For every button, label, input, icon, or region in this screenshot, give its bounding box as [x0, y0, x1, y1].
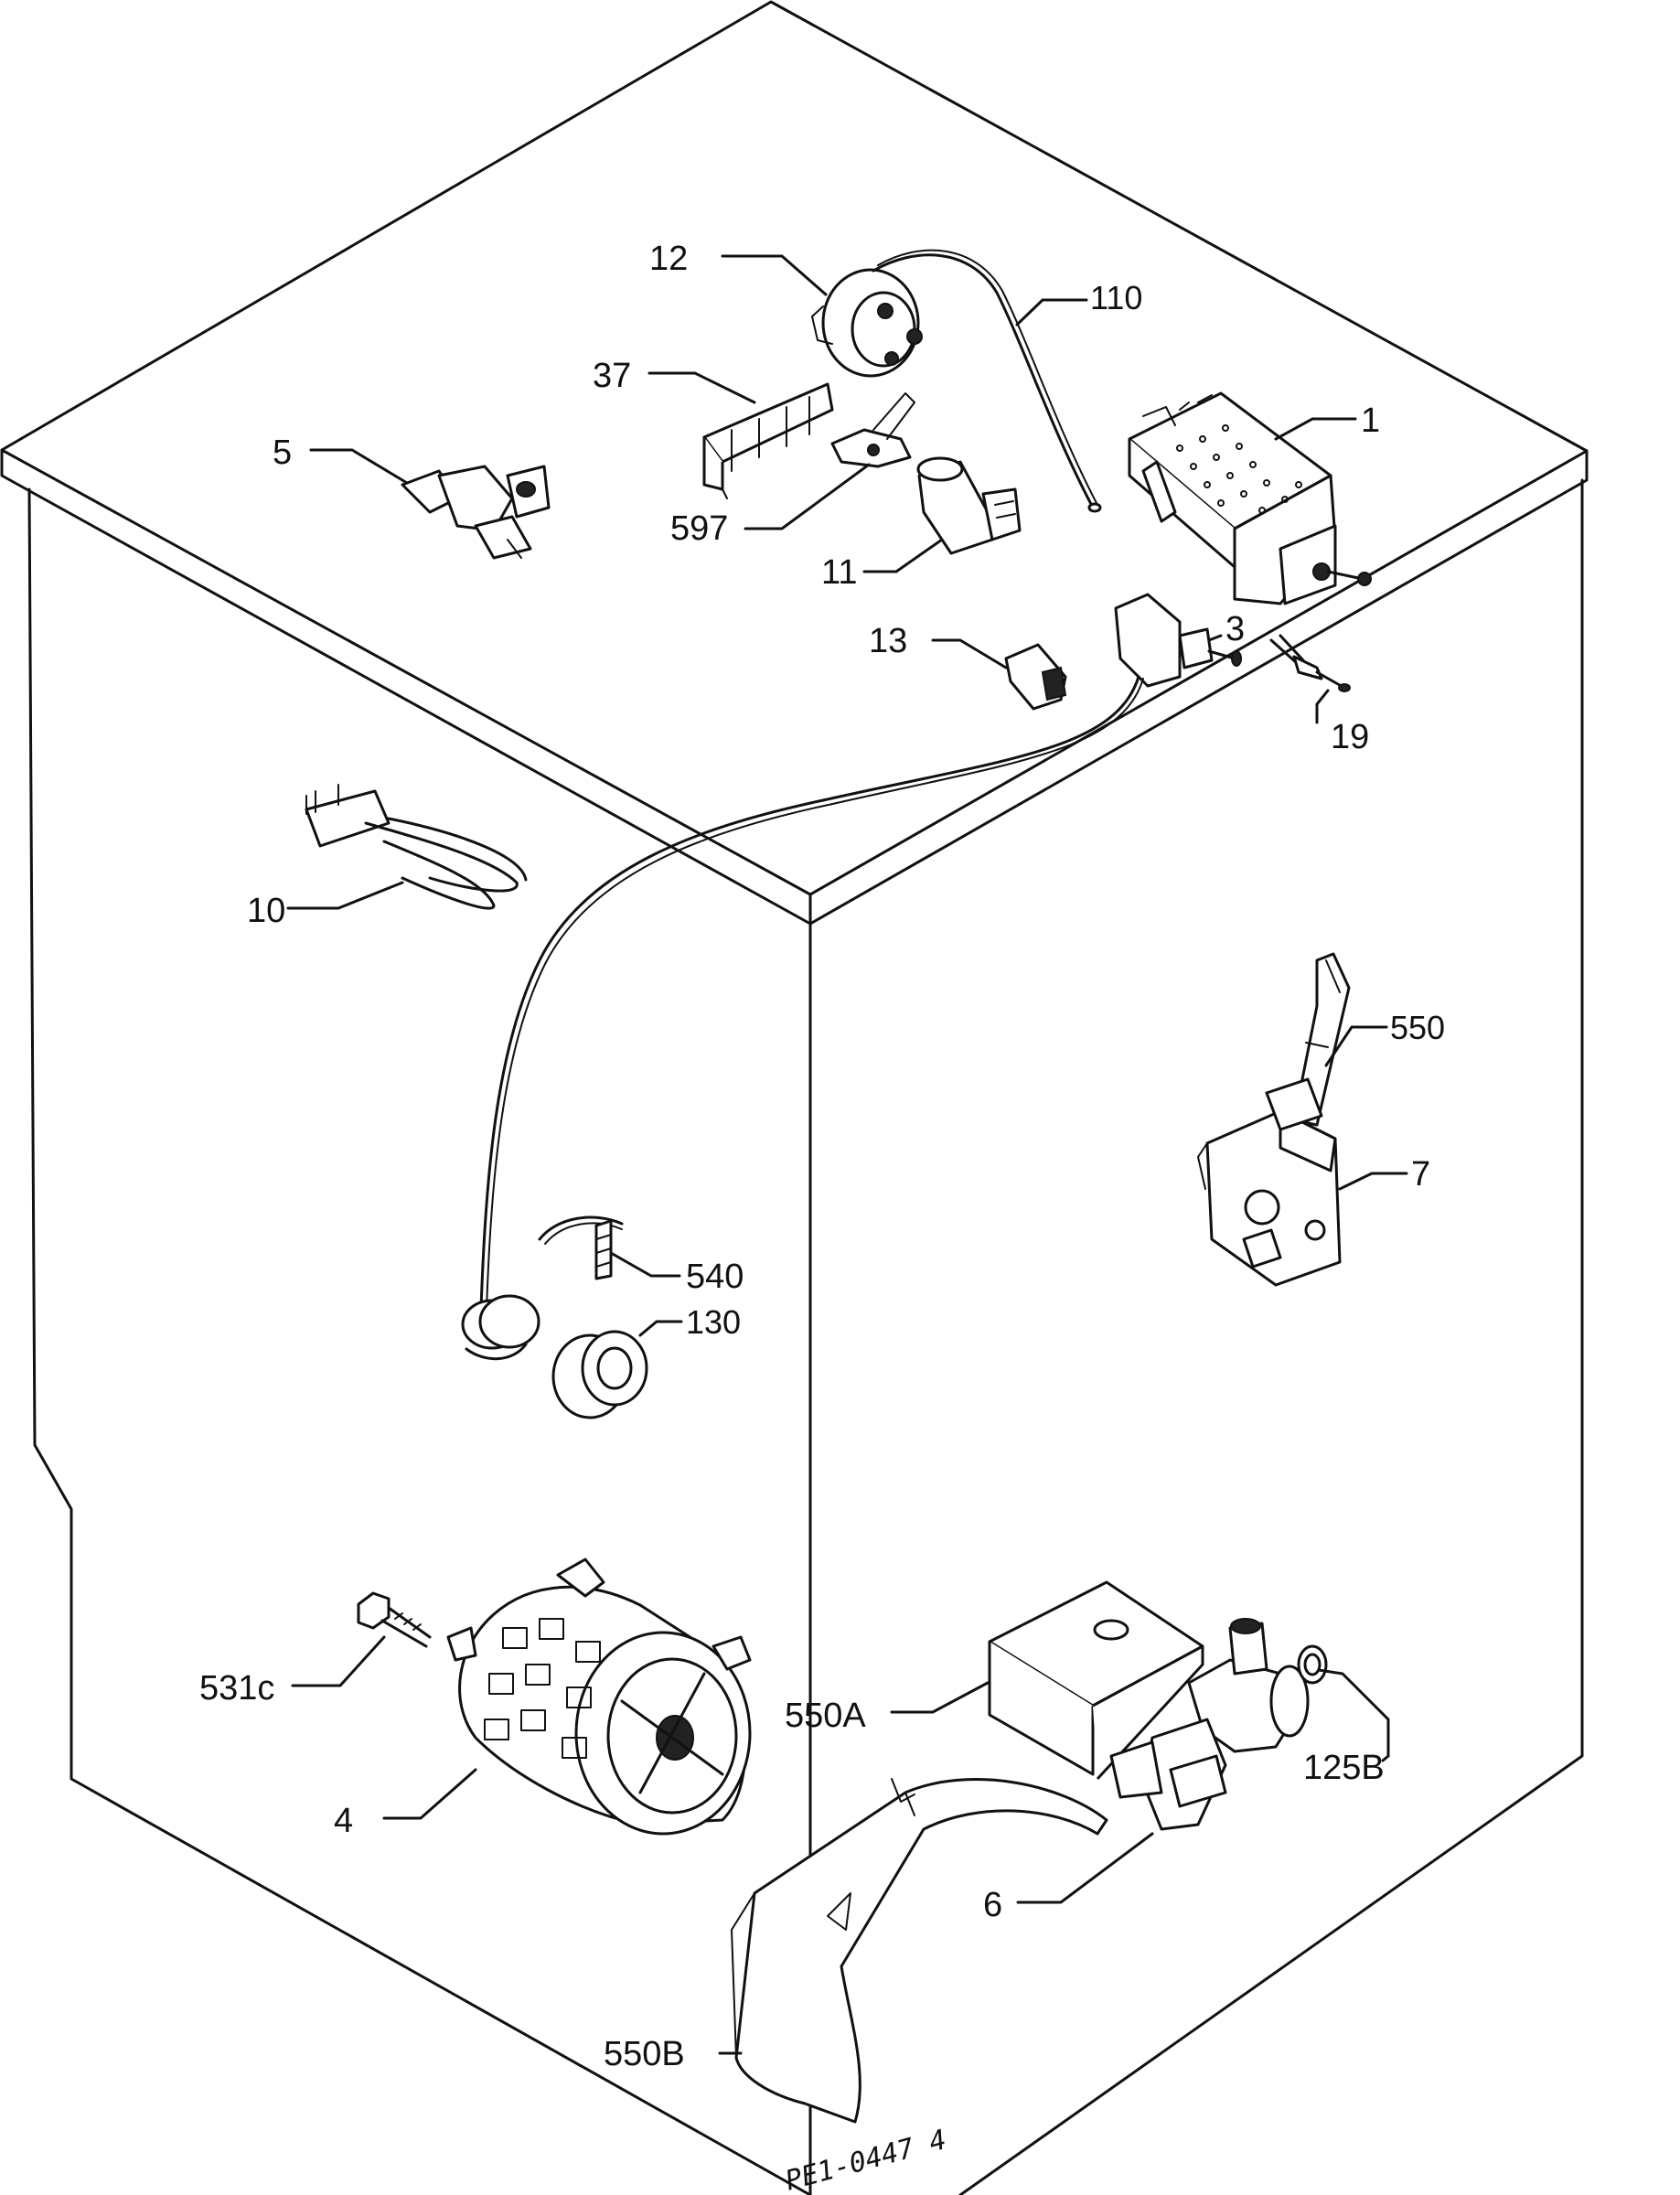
motor-part: [446, 1558, 752, 1836]
drain-pump-part: [1109, 1618, 1328, 1831]
callout-10: 10: [247, 892, 285, 930]
foam-block-part: [988, 1580, 1204, 1781]
callout-110: 110: [1090, 279, 1142, 316]
hose-clip-part: [538, 1215, 624, 1280]
callout-37: 37: [593, 357, 631, 395]
callout-531c: 531c: [199, 1669, 274, 1708]
callout-12: 12: [649, 240, 688, 278]
sensor-part: [1269, 634, 1351, 692]
bolt-part: [357, 1591, 432, 1648]
shroud-part: [731, 1778, 1108, 2124]
callout-13: 13: [869, 622, 907, 660]
callout-6: 6: [983, 1886, 1002, 1924]
door-lock-part: [1197, 1077, 1342, 1287]
callout-597: 597: [670, 509, 728, 548]
connector-part: [1004, 643, 1067, 711]
door-switch-part: [478, 593, 1242, 1337]
callout-labels: 12 110 37 5 1 597 11 13 3 19 10 550 7 54…: [199, 240, 1445, 2073]
callout-3: 3: [1225, 610, 1245, 648]
callout-5: 5: [273, 434, 292, 472]
inlet-valve-part: [401, 465, 551, 560]
cable-plug-part: [461, 1294, 540, 1361]
callout-4: 4: [334, 1802, 353, 1840]
callout-1: 1: [1361, 402, 1380, 440]
cabinet-outline: [0, 0, 1589, 2195]
callout-11: 11: [821, 553, 857, 592]
callout-550a: 550A: [785, 1697, 866, 1735]
timer-programmer-part: [1128, 391, 1372, 605]
terminal-block-part: [702, 382, 834, 499]
pressure-switch-part: [811, 249, 1102, 513]
callout-19: 19: [1331, 718, 1369, 756]
callout-130: 130: [686, 1303, 741, 1341]
callout-550b: 550B: [604, 2035, 685, 2073]
callout-540: 540: [686, 1258, 744, 1296]
callout-125b: 125B: [1303, 1749, 1385, 1787]
reference-code: PE1-0447 4: [782, 2124, 950, 2195]
clip-part: [830, 392, 915, 468]
callout-550: 550: [1390, 1009, 1445, 1046]
leader-lines: [286, 254, 1408, 2055]
heater-element-part: [305, 784, 528, 910]
grommet-part: [551, 1330, 648, 1419]
callout-7: 7: [1411, 1155, 1430, 1194]
capacitor-part: [916, 456, 1022, 555]
